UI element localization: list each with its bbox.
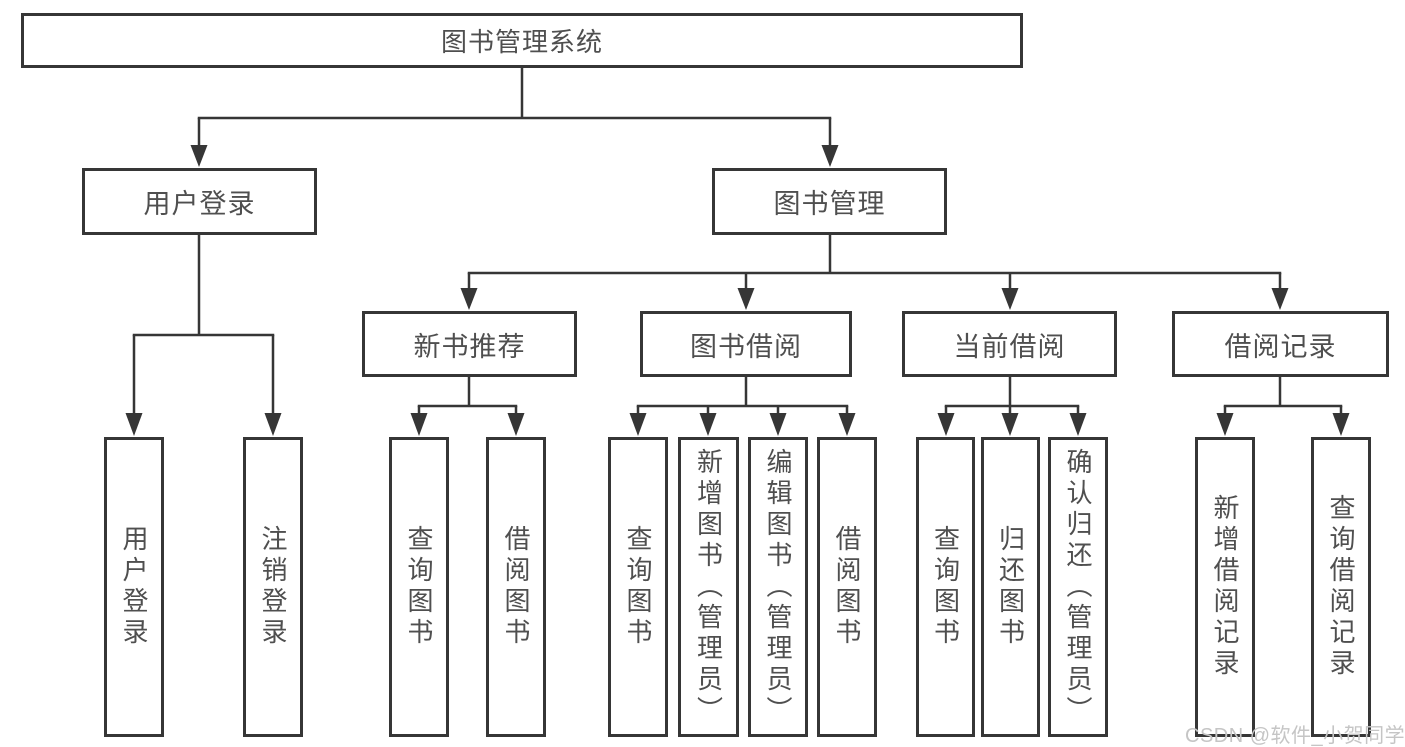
node-user-login: 用户登录 xyxy=(82,168,317,235)
node-label: 归还图书 xyxy=(995,525,1026,649)
node-book-management: 图书管理 xyxy=(712,168,947,235)
node-current-borrow: 当前借阅 xyxy=(902,311,1117,377)
connector-root-to-level2 xyxy=(190,68,839,167)
node-label: 新增图书（管理员） xyxy=(693,447,724,727)
node-label: 新增借阅记录 xyxy=(1210,494,1240,680)
arrowhead xyxy=(190,145,208,167)
connector-new-book-branch xyxy=(410,377,525,436)
leaf-node-return-book: 归还图书 xyxy=(981,437,1040,737)
watermark: CSDN @软件_小贺同学 xyxy=(1185,725,1405,747)
leaf-node-query-books-recommend: 查询图书 xyxy=(389,437,449,737)
arrowhead xyxy=(769,413,787,436)
arrowhead xyxy=(629,413,647,436)
node-label: 用户登录 xyxy=(119,525,149,649)
leaf-node-borrow-books-recommend: 借阅图书 xyxy=(486,437,546,737)
arrowhead xyxy=(821,145,839,167)
node-label: 查询图书 xyxy=(404,525,434,649)
arrowhead xyxy=(1332,413,1350,436)
node-label: 借阅记录 xyxy=(1224,331,1337,362)
node-new-book-recommend: 新书推荐 xyxy=(362,311,577,377)
connector-book-borrow-branch xyxy=(629,377,856,436)
node-label: 当前借阅 xyxy=(953,331,1066,362)
arrowhead xyxy=(264,413,282,436)
leaf-node-confirm-return-admin: 确认归还（管理员） xyxy=(1048,437,1108,737)
node-label: 查询借阅记录 xyxy=(1326,494,1356,680)
arrowhead xyxy=(1271,288,1289,310)
node-borrow-records: 借阅记录 xyxy=(1172,311,1389,377)
node-label: 图书借阅 xyxy=(690,331,802,362)
arrowhead xyxy=(410,413,428,436)
arrowhead xyxy=(1001,288,1019,310)
leaf-node-add-borrow-record: 新增借阅记录 xyxy=(1195,437,1255,737)
arrowhead xyxy=(838,413,856,436)
arrowhead xyxy=(1216,413,1234,436)
leaf-node-user-login: 用户登录 xyxy=(104,437,164,737)
leaf-node-borrow-books: 借阅图书 xyxy=(817,437,877,737)
node-book-borrow: 图书借阅 xyxy=(640,311,852,377)
leaf-node-query-borrow-record: 查询借阅记录 xyxy=(1311,437,1371,737)
node-label: 查询图书 xyxy=(623,525,653,649)
node-label: 借阅图书 xyxy=(501,525,531,649)
leaf-node-query-books-borrow: 查询图书 xyxy=(608,437,668,737)
leaf-node-edit-book-admin: 编辑图书（管理员） xyxy=(748,437,808,737)
arrowhead xyxy=(507,413,525,436)
arrowhead xyxy=(937,413,955,436)
arrowhead xyxy=(460,288,478,310)
node-label: 图书管理系统 xyxy=(440,27,603,57)
node-label: 借阅图书 xyxy=(832,525,862,649)
connector-borrow-record-branch xyxy=(1216,377,1350,436)
leaf-node-add-book-admin: 新增图书（管理员） xyxy=(678,437,739,737)
arrowhead xyxy=(737,288,755,310)
arrowhead xyxy=(1069,413,1087,436)
arrowhead xyxy=(125,413,143,436)
node-label: 注销登录 xyxy=(258,525,288,649)
connector-current-borrow-branch xyxy=(937,377,1087,436)
node-label: 编辑图书（管理员） xyxy=(763,447,793,727)
leaf-node-logout: 注销登录 xyxy=(243,437,303,737)
node-label: 查询图书 xyxy=(930,525,961,649)
node-root-system: 图书管理系统 xyxy=(21,13,1023,68)
node-label: 确认归还（管理员） xyxy=(1063,447,1093,727)
arrowhead xyxy=(1001,413,1019,436)
connector-book-management-branch xyxy=(460,235,1289,310)
node-label: 图书管理 xyxy=(773,189,886,219)
node-label: 用户登录 xyxy=(143,189,256,219)
arrowhead xyxy=(699,413,717,436)
connector-user-login-branch xyxy=(125,235,282,436)
leaf-node-query-books-current: 查询图书 xyxy=(916,437,975,737)
node-label: 新书推荐 xyxy=(413,331,526,362)
